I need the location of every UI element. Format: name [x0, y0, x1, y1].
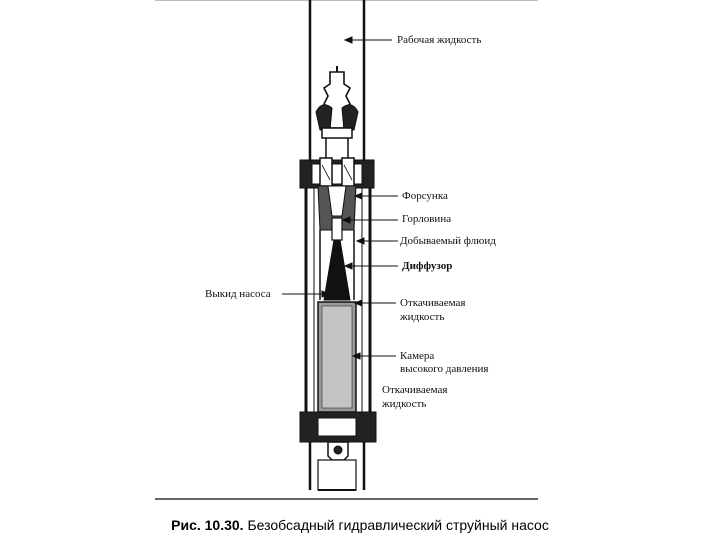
label-throat: Горловина [402, 213, 452, 225]
label-pump-outlet: Выкид насоса [205, 288, 271, 300]
caption-number: Рис. 10.30. [171, 517, 244, 533]
label-pumped-fluid-upper-1: Откачиваемая [400, 297, 466, 309]
label-hp-chamber-1: Камера [400, 350, 435, 362]
pump-body [299, 0, 377, 491]
label-pumped-fluid-upper-2: жидкость [400, 311, 445, 323]
label-nozzle: Форсунка [402, 190, 448, 202]
label-hp-chamber-2: высокого давления [400, 363, 489, 375]
figure-caption: Рис. 10.30. Безобсадный гидравлический с… [0, 517, 720, 533]
leader-lines [282, 36, 398, 360]
label-produced-fluid: Добываемый флюид [400, 235, 496, 247]
label-working-fluid: Рабочая жидкость [397, 34, 482, 46]
label-pumped-fluid-lower-1: Откачиваемая [382, 384, 448, 396]
label-diffuser: Диффузор [402, 260, 453, 272]
label-pumped-fluid-lower-2: жидкость [382, 398, 427, 410]
caption-text: Безобсадный гидравлический струйный насо… [247, 517, 549, 533]
